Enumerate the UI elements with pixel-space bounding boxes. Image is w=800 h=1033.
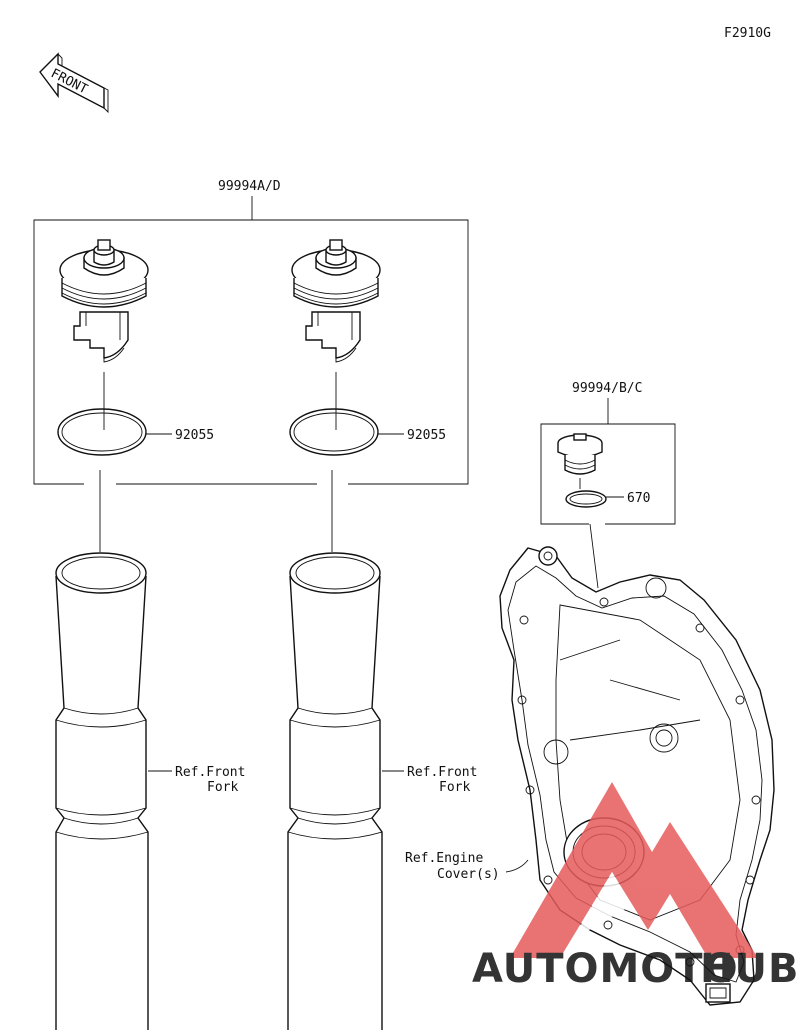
watermark-mark-icon (510, 782, 758, 958)
kit-ad-box (33, 219, 469, 485)
fork-cap-bolt-left (59, 239, 149, 363)
o-ring-right (289, 408, 379, 456)
watermark-logo: AUTOMOTO HUB (472, 782, 799, 992)
fork-left-label-1: Ref.Front (175, 765, 245, 780)
o-ring-right-label: 92055 (407, 428, 446, 443)
fork-left-label-2: Fork (207, 780, 238, 795)
watermark-text-left: AUTOMOTO (472, 946, 739, 992)
plug-o-ring-label: 670 (627, 491, 650, 506)
kit-bc-box (540, 423, 676, 525)
engine-cover-label-1: Ref.Engine (405, 851, 483, 866)
front-fork-tube-left (55, 552, 149, 1030)
front-fork-tube-right (287, 552, 383, 1030)
engine-cover-label-2: Cover(s) (437, 867, 500, 882)
plug-o-ring (565, 490, 607, 508)
diagram-code: F2910G (724, 26, 771, 41)
fork-right-label-2: Fork (439, 780, 470, 795)
o-ring-left-label: 92055 (175, 428, 214, 443)
watermark-text-right: HUB (700, 946, 799, 992)
o-ring-left (57, 408, 147, 456)
kit-ad-label: 99994A/D (218, 179, 281, 194)
fork-cap-bolt-right (291, 239, 381, 363)
front-arrow-icon: FRONT (39, 52, 109, 114)
kit-bc-label: 99994/B/C (572, 381, 642, 396)
oil-filler-plug (557, 433, 603, 475)
fork-right-label-1: Ref.Front (407, 765, 477, 780)
